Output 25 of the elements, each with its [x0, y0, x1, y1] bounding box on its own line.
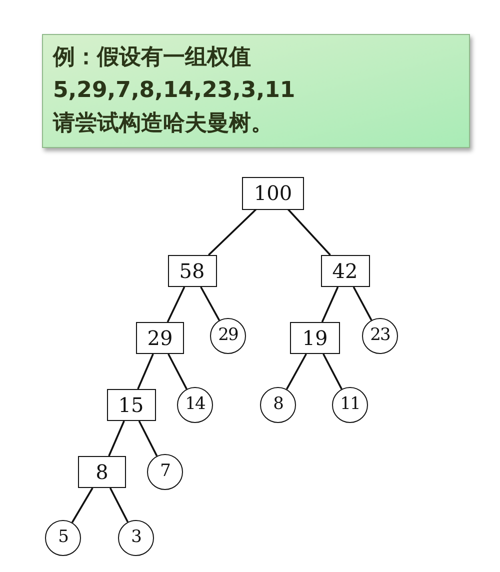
- internal-node-box: 58: [168, 255, 216, 287]
- tree-edge: [321, 286, 339, 322]
- internal-node-box: 29: [136, 322, 184, 354]
- internal-node-box: 8: [78, 456, 126, 488]
- tree-edge: [108, 420, 125, 456]
- tree-edge: [208, 208, 256, 256]
- example-text: 5,29,7,8,14,23,3,11: [53, 77, 296, 105]
- tree-edge: [137, 354, 154, 390]
- internal-node-box: 19: [290, 322, 340, 354]
- tree-edge: [71, 488, 94, 523]
- tree-edge: [168, 354, 188, 390]
- tree-edge: [322, 354, 342, 390]
- internal-node-box: 42: [320, 255, 370, 287]
- example-text: 例：假设有一组权值: [53, 44, 252, 72]
- tree-edge: [109, 488, 129, 522]
- tree-edge: [352, 286, 372, 321]
- tree-edge: [288, 208, 331, 256]
- tree-edge: [200, 286, 220, 321]
- example-box: [42, 34, 470, 148]
- tree-edge: [166, 286, 186, 322]
- example-text: 请尝试构造哈夫曼树。: [53, 110, 274, 138]
- internal-node-box: 100: [242, 176, 304, 210]
- internal-node-box: 15: [106, 389, 156, 421]
- tree-edge: [138, 420, 158, 456]
- tree-edge: [286, 354, 307, 390]
